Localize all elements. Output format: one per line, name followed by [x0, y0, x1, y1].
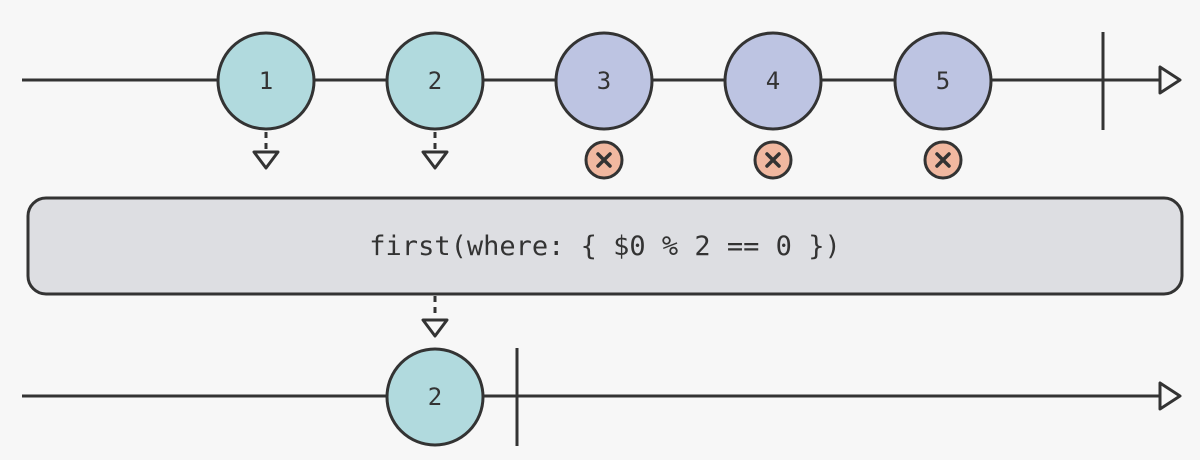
x-stroke — [935, 152, 951, 168]
input-stream: 1 2 3 4 5 — [22, 31, 1182, 180]
input-arrowhead-icon — [1158, 65, 1182, 95]
marble-label: 2 — [428, 67, 442, 95]
output-stream: 2 — [22, 347, 1182, 447]
marble-circle — [216, 31, 316, 131]
x-circle-icon — [753, 140, 793, 180]
dashed-arrow-down-icon — [421, 150, 449, 170]
operator-box — [26, 196, 1184, 296]
pass-arrow — [252, 132, 280, 170]
output-marbles: 2 — [385, 347, 485, 447]
output-arrowhead-icon — [1158, 381, 1182, 411]
operator-label: first(where: { $0 % 2 == 0 }) — [369, 231, 840, 262]
marble: 2 — [385, 347, 485, 447]
input-marbles: 1 2 3 4 5 — [216, 31, 993, 131]
marble-circle — [554, 31, 654, 131]
dashed-arrow-down-icon — [252, 150, 280, 170]
marble-circle — [893, 31, 993, 131]
marble-circle — [385, 31, 485, 131]
x-circle-icon — [923, 140, 963, 180]
operator-output-arrow — [421, 296, 449, 338]
x-stroke — [596, 152, 612, 168]
marble-circle — [723, 31, 823, 131]
marble-label: 2 — [428, 383, 442, 411]
marble: 2 — [385, 31, 485, 131]
input-indicators — [252, 132, 963, 180]
marble-label: 3 — [597, 67, 611, 95]
marble: 5 — [893, 31, 993, 131]
marble-label: 5 — [936, 67, 950, 95]
marble: 4 — [723, 31, 823, 131]
marble-label: 4 — [766, 67, 780, 95]
marble-label: 1 — [259, 67, 273, 95]
x-stroke — [765, 152, 781, 168]
marble: 3 — [554, 31, 654, 131]
dashed-arrow-down-icon — [421, 318, 449, 338]
operator: first(where: { $0 % 2 == 0 }) — [26, 196, 1184, 296]
marble: 1 — [216, 31, 316, 131]
x-circle-icon — [584, 140, 624, 180]
pass-arrow — [421, 132, 449, 170]
marble-circle — [385, 347, 485, 447]
